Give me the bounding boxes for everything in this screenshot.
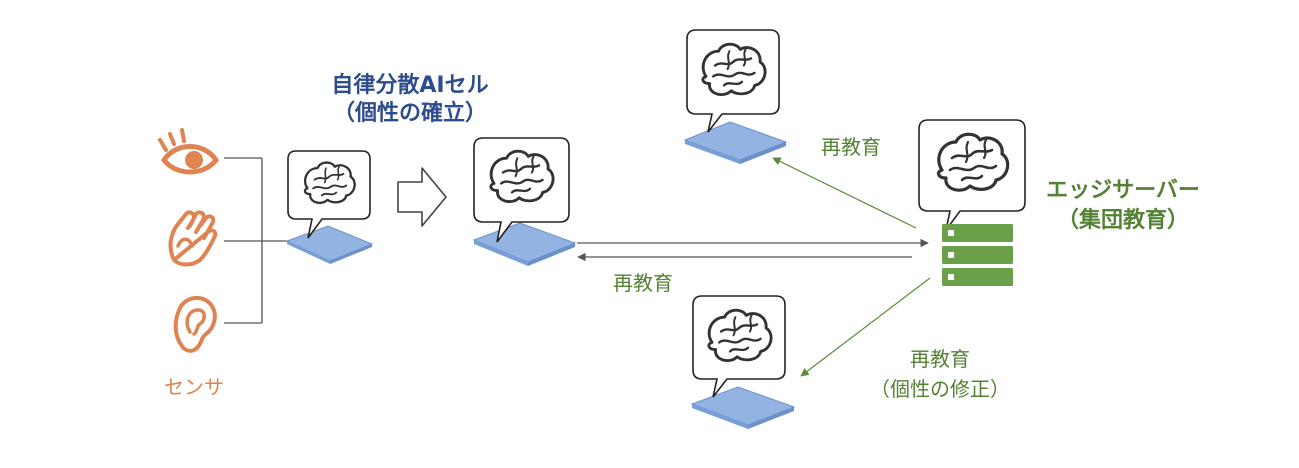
ai-cell-initial [285, 150, 374, 264]
edge-server [918, 119, 1026, 286]
server-title-line2: （集団教育） [1056, 208, 1189, 233]
ai-cell-top [683, 29, 788, 164]
server-rack-icon [942, 224, 1013, 286]
hollow-arrow-icon [397, 167, 447, 227]
retrain-label-top: 再教育 [821, 135, 881, 159]
sensors-label: センサ [164, 375, 224, 399]
ai-cell-bottom [690, 295, 796, 429]
speech-bubble [686, 29, 780, 133]
cell-title-line1: 自律分散AIセル [331, 73, 489, 98]
speech-bubble [918, 119, 1026, 231]
ai-cell-established [472, 137, 577, 266]
ear-icon [173, 296, 217, 353]
server-title-line1: エッジサーバー [1046, 178, 1200, 203]
retrain-label-bottom-line2: （個性の修正） [870, 377, 1010, 401]
eye-icon [158, 128, 220, 175]
retrain-arrow-bottom [800, 277, 931, 377]
retrain-arrow-top [772, 157, 917, 229]
retrain-label-bottom: 再教育 （個性の修正） [850, 344, 1030, 404]
server-title: エッジサーバー （集団教育） [1028, 176, 1218, 236]
cell-title-line2: （個性の確立） [332, 101, 487, 126]
retrain-label-middle: 再教育 [613, 271, 673, 295]
retrain-label-bottom-line1: 再教育 [910, 347, 970, 371]
cell-title: 自律分散AIセル （個性の確立） [310, 72, 510, 128]
hand-icon [168, 210, 218, 267]
